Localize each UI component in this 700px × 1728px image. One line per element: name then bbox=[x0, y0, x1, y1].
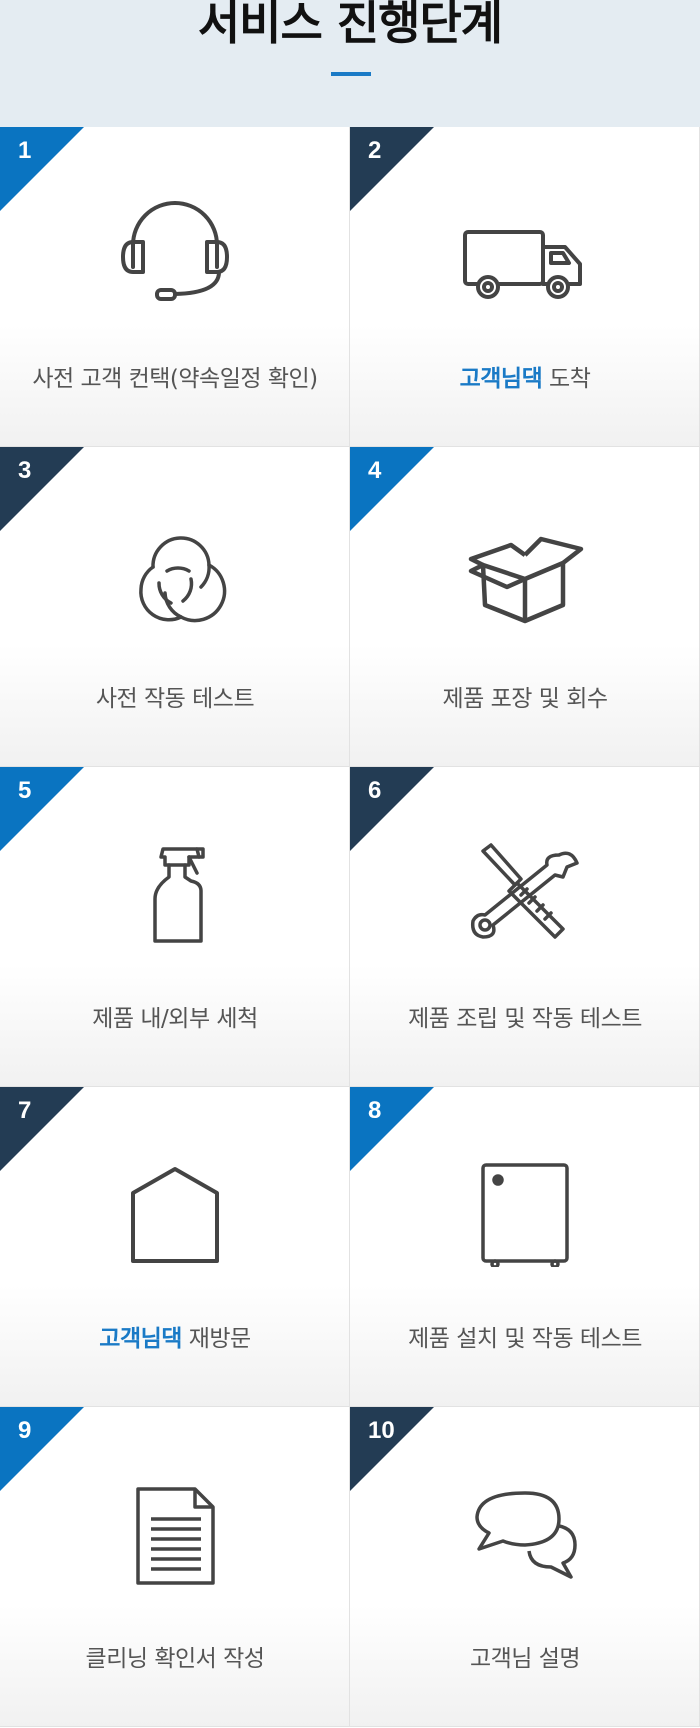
step-number: 4 bbox=[368, 457, 382, 484]
cycle-icon bbox=[105, 517, 245, 627]
tools-icon bbox=[455, 837, 595, 947]
page-title: 서비스 진행단계 bbox=[197, 0, 503, 50]
step-number: 8 bbox=[368, 1097, 382, 1124]
step-card-9: 9 클리닝 확인서 작성 bbox=[0, 1407, 350, 1727]
box-icon bbox=[455, 517, 595, 627]
step-label: 고객님댁 재방문 bbox=[99, 1326, 251, 1352]
step-number-badge bbox=[0, 1087, 84, 1171]
step-label: 고객님댁 도착 bbox=[459, 366, 591, 392]
step-number: 2 bbox=[368, 137, 382, 164]
step-label: 제품 조립 및 작동 테스트 bbox=[408, 1006, 642, 1032]
steps-grid: 1 사전 고객 컨택(약속일정 확인) 2 bbox=[0, 127, 700, 1728]
step-number-badge bbox=[0, 767, 84, 851]
step-number-badge bbox=[0, 447, 84, 531]
step-number-badge bbox=[0, 1407, 84, 1491]
step-number-badge bbox=[350, 447, 434, 531]
document-icon bbox=[105, 1477, 245, 1587]
step-card-2: 2 고객님댁 도착 bbox=[350, 127, 700, 447]
step-number-badge bbox=[350, 127, 434, 211]
step-number-badge bbox=[350, 1087, 434, 1171]
step-number: 3 bbox=[18, 457, 32, 484]
step-card-1: 1 사전 고객 컨택(약속일정 확인) bbox=[0, 127, 350, 447]
step-number-badge bbox=[350, 1407, 434, 1491]
step-number-badge bbox=[0, 127, 84, 211]
truck-icon bbox=[455, 197, 595, 307]
step-card-10: 10 고객님 설명 bbox=[350, 1407, 700, 1727]
step-label: 사전 고객 컨택(약속일정 확인) bbox=[32, 366, 318, 392]
step-label: 제품 내/외부 세척 bbox=[92, 1006, 258, 1032]
step-number: 1 bbox=[18, 137, 32, 164]
chat-bubbles-icon bbox=[455, 1477, 595, 1587]
appliance-icon bbox=[455, 1157, 595, 1269]
spray-bottle-icon bbox=[105, 837, 245, 947]
headset-icon bbox=[105, 197, 245, 307]
step-card-6: 6 제품 조립 및 작동 테스트 bbox=[350, 767, 700, 1087]
step-label: 고객님 설명 bbox=[469, 1646, 581, 1672]
step-number: 10 bbox=[368, 1417, 395, 1444]
step-label: 제품 설치 및 작동 테스트 bbox=[408, 1326, 642, 1352]
step-number: 5 bbox=[18, 777, 32, 804]
step-card-7: 7 고객님댁 재방문 bbox=[0, 1087, 350, 1407]
step-number: 7 bbox=[18, 1097, 32, 1124]
section-header: 서비스 진행단계 bbox=[0, 0, 700, 127]
step-card-8: 8 제품 설치 및 작동 테스트 bbox=[350, 1087, 700, 1407]
step-number-badge bbox=[350, 767, 434, 851]
step-card-3: 3 사전 작동 테스트 bbox=[0, 447, 350, 767]
step-card-5: 5 제품 내/외부 세척 bbox=[0, 767, 350, 1087]
step-card-4: 4 제품 포장 및 회수 bbox=[350, 447, 700, 767]
step-label: 클리닝 확인서 작성 bbox=[85, 1646, 265, 1672]
step-label: 사전 작동 테스트 bbox=[95, 686, 255, 712]
title-underline bbox=[331, 72, 371, 76]
step-label: 제품 포장 및 회수 bbox=[442, 686, 608, 712]
step-number: 9 bbox=[18, 1417, 32, 1444]
step-number: 6 bbox=[368, 777, 382, 804]
house-icon bbox=[105, 1157, 245, 1267]
